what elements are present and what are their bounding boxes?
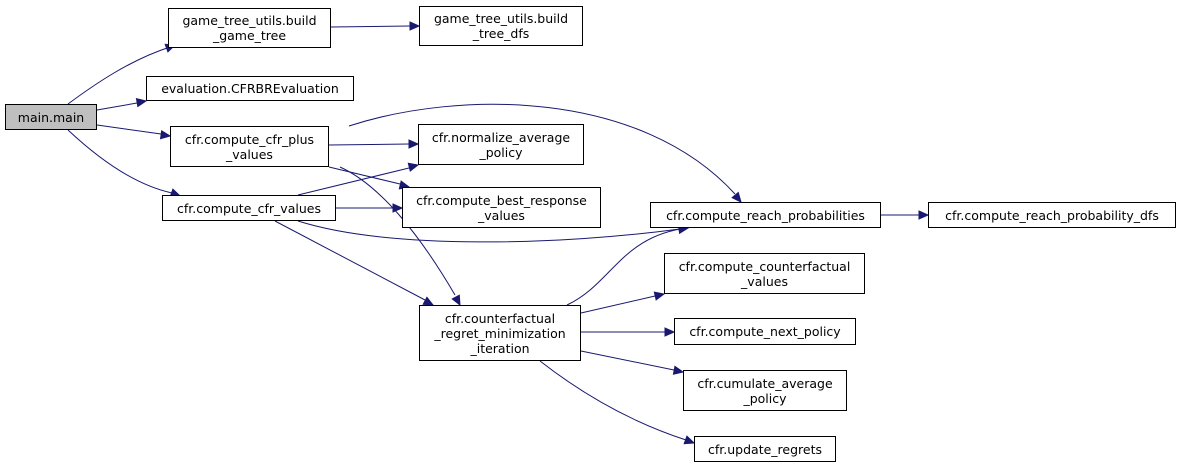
node-main-main[interactable]: main.main — [5, 104, 97, 130]
node-normalize-average-policy[interactable]: cfr.normalize_average _policy — [418, 124, 584, 165]
edge-cfr-plus-to-crm-iteration-arrowhead — [451, 294, 461, 307]
edge-cfr-plus-to-normalize-arrowhead — [408, 139, 420, 149]
edge-reach-probabilities-to-dfs-arrowhead — [918, 210, 930, 220]
edge-crm-iteration-to-counterfactual-values-arrowhead — [653, 291, 666, 301]
edge-build-game-tree-to-build-tree-dfs-arrowhead — [409, 21, 421, 31]
edge-main-to-compute-cfr-plus-values-arrowhead — [159, 129, 172, 140]
edge-main-to-compute-cfr-plus-values — [96, 124, 162, 135]
edge-crm-iteration-to-update-regrets — [539, 360, 687, 441]
edge-cfr-plus-to-crm-iteration — [339, 166, 456, 296]
node-compute-best-response-values[interactable]: cfr.compute_best_response _values — [402, 187, 601, 228]
node-compute-cfr-values[interactable]: cfr.compute_cfr_values — [162, 195, 336, 221]
node-cfrbr-evaluation[interactable]: evaluation.CFRBREvaluation — [146, 76, 354, 101]
node-counterfactual-regret-minimization-iteration[interactable]: cfr.counterfactual _regret_minimization … — [419, 305, 581, 361]
edge-cfr-values-to-crm-iteration — [274, 220, 426, 301]
edge-cfr-values-to-reach-probabilities — [297, 220, 681, 243]
node-build-tree-dfs[interactable]: game_tree_utils.build _tree_dfs — [419, 6, 583, 46]
edge-cfr-values-to-crm-iteration-arrowhead — [422, 296, 435, 306]
edge-main-to-compute-cfr-values — [67, 129, 173, 194]
node-compute-counterfactual-values[interactable]: cfr.compute_counterfactual _values — [664, 253, 865, 294]
node-update-regrets[interactable]: cfr.update_regrets — [694, 436, 836, 462]
edge-cfr-values-to-best-response-arrowhead — [392, 203, 404, 213]
edge-build-game-tree-to-build-tree-dfs — [330, 25, 411, 28]
node-cumulate-average-policy[interactable]: cfr.cumulate_average _policy — [683, 370, 847, 411]
edge-crm-iteration-to-cumulate — [580, 350, 675, 371]
edge-cfr-values-to-normalize — [297, 167, 410, 196]
edge-main-to-cfrbr-evaluation — [96, 102, 138, 111]
edge-crm-iteration-to-cumulate-arrowhead — [672, 365, 685, 375]
edge-cfr-values-to-normalize-arrowhead — [407, 162, 420, 172]
edge-crm-iteration-to-update-regrets-arrowhead — [683, 435, 696, 445]
node-build-game-tree[interactable]: game_tree_utils.build _game_tree — [168, 8, 331, 48]
edge-crm-iteration-to-reach-probabilities — [566, 228, 681, 306]
edge-crm-iteration-to-next-policy-arrowhead — [664, 327, 676, 337]
edge-cfr-plus-to-normalize — [328, 143, 410, 146]
edge-cfr-plus-to-reach-probabilities — [348, 103, 736, 195]
node-compute-next-policy[interactable]: cfr.compute_next_policy — [674, 318, 856, 345]
node-compute-reach-probabilities[interactable]: cfr.compute_reach_probabilities — [650, 202, 881, 228]
edge-cfr-plus-to-reach-probabilities-arrowhead — [731, 191, 742, 203]
edge-crm-iteration-to-counterfactual-values — [580, 295, 656, 314]
node-compute-cfr-plus-values[interactable]: cfr.compute_cfr_plus _values — [170, 126, 329, 167]
edge-main-to-cfrbr-evaluation-arrowhead — [135, 97, 148, 108]
edge-main-to-build-game-tree — [67, 46, 171, 105]
edge-cfr-plus-to-best-response — [328, 166, 401, 185]
node-compute-reach-probability-dfs[interactable]: cfr.compute_reach_probability_dfs — [928, 202, 1176, 228]
